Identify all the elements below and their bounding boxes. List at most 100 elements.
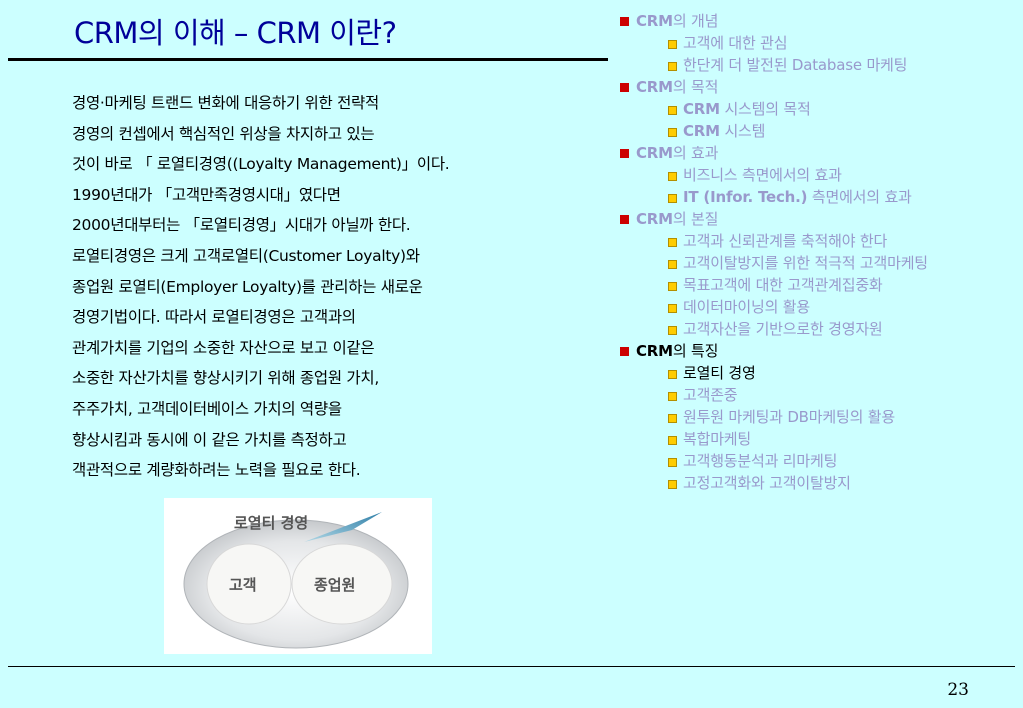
outline-item-label: 고객이탈방지를 위한 적극적 고객마케팅 (683, 254, 928, 272)
square-bullet-yellow-icon (668, 480, 677, 489)
outline-item-prefix: IT (Infor. Tech.) (683, 188, 808, 206)
body-line: 소중한 자산가치를 향상시키기 위해 종업원 가치, (72, 369, 379, 388)
outline-item-label: 원투원 마케팅과 DB마케팅의 활용 (683, 408, 895, 426)
square-bullet-yellow-icon (668, 172, 677, 181)
outline-item-label: 한단계 더 발전된 Database 마케팅 (683, 56, 908, 74)
square-bullet-yellow-icon (668, 370, 677, 379)
body-line: 객관적으로 계량화하려는 노력을 필요로 한다. (72, 461, 361, 480)
outline-item-prefix: CRM (636, 12, 673, 30)
body-line: 2000년대부터는 「로열티경영」시대가 아닐까 한다. (72, 216, 411, 235)
outline-item[interactable]: 복합마케팅 (618, 428, 1018, 450)
square-bullet-yellow-icon (668, 62, 677, 71)
outline-item-label: 비즈니스 측면에서의 효과 (683, 166, 842, 184)
outline-item-prefix: CRM (636, 210, 673, 228)
figure-label-employee: 종업원 (314, 576, 355, 594)
square-bullet-yellow-icon (668, 238, 677, 247)
body-line: 관계가치를 기업의 소중한 자산으로 보고 이같은 (72, 338, 375, 357)
outline-item[interactable]: 고객자산을 기반으로한 경영자원 (618, 318, 1018, 340)
square-bullet-yellow-icon (668, 458, 677, 467)
outline-item-prefix: CRM (636, 342, 673, 360)
square-bullet-red-icon (620, 83, 629, 92)
square-bullet-yellow-icon (668, 40, 677, 49)
outline-item-prefix: CRM (636, 78, 673, 96)
body-line: 종업원 로열티(Employer Loyalty)를 관리하는 새로운 (72, 277, 423, 296)
body-line: 경영의 컨셉에서 핵심적인 위상을 차지하고 있는 (72, 124, 375, 143)
bottom-divider (8, 666, 1015, 667)
outline-item[interactable]: 원투원 마케팅과 DB마케팅의 활용 (618, 406, 1018, 428)
outline-item[interactable]: 로열티 경영 (618, 362, 1018, 384)
outline-item[interactable]: CRM의 효과 (618, 142, 1018, 164)
outline-item[interactable]: 고객이탈방지를 위한 적극적 고객마케팅 (618, 252, 1018, 274)
outline-item-prefix: CRM (636, 144, 673, 162)
outline-item-label: 시스템 (719, 122, 766, 140)
outline-item-label: 데이터마이닝의 활용 (683, 298, 810, 316)
body-line: 경영·마케팅 트랜드 변화에 대응하기 위한 전략적 (72, 94, 379, 112)
square-bullet-red-icon (620, 215, 629, 224)
outline-item[interactable]: CRM의 목적 (618, 76, 1018, 98)
square-bullet-yellow-icon (668, 326, 677, 335)
outline-item-label: 목표고객에 대한 고객관계집중화 (683, 276, 883, 294)
square-bullet-red-icon (620, 17, 629, 26)
square-bullet-yellow-icon (668, 392, 677, 401)
outline-item-label: 의 효과 (672, 144, 719, 162)
body-line: 향상시킴과 동시에 이 같은 가치를 측정하고 (72, 430, 347, 449)
body-line: 주주가치, 고객데이터베이스 가치의 역량을 (72, 399, 342, 418)
outline-item-label: 고정고객화와 고객이탈방지 (683, 474, 851, 492)
employee-circle (291, 543, 393, 625)
square-bullet-yellow-icon (668, 106, 677, 115)
body-line: 1990년대가 「고객만족경영시대」였다면 (72, 185, 341, 204)
outline-item[interactable]: 한단계 더 발전된 Database 마케팅 (618, 54, 1018, 76)
title-divider (8, 58, 608, 61)
outline-item[interactable]: CRM의 특징 (618, 340, 1018, 362)
outline-item-label: 고객행동분석과 리마케팅 (683, 452, 838, 470)
square-bullet-yellow-icon (668, 436, 677, 445)
body-line: 로열티경영은 크게 고객로열티(Customer Loyalty)와 (72, 246, 420, 265)
pointer-arrow-shape (304, 512, 382, 542)
outline-item-label: 고객에 대한 관심 (683, 34, 788, 52)
square-bullet-yellow-icon (668, 304, 677, 313)
square-bullet-yellow-icon (668, 414, 677, 423)
outline-item-label: 측면에서의 효과 (807, 188, 912, 206)
body-line: 경영기법이다. 따라서 로열티경영은 고객과의 (72, 308, 356, 327)
outline-item-label: 로열티 경영 (683, 364, 756, 382)
outline-item[interactable]: CRM 시스템의 목적 (618, 98, 1018, 120)
loyalty-management-figure: 로열티 경영 고객 종업원 (164, 498, 432, 654)
square-bullet-yellow-icon (668, 282, 677, 291)
outline-item[interactable]: IT (Infor. Tech.) 측면에서의 효과 (618, 186, 1018, 208)
outline-item[interactable]: 고객에 대한 관심 (618, 32, 1018, 54)
outline-item-label: 시스템의 목적 (719, 100, 811, 118)
outline-item[interactable]: 고객존중 (618, 384, 1018, 406)
outline-item[interactable]: 데이터마이닝의 활용 (618, 296, 1018, 318)
outline-item-prefix: CRM (683, 100, 720, 118)
customer-circle (206, 543, 292, 625)
outline-item-prefix: CRM (683, 122, 720, 140)
outline-item[interactable]: CRM의 개념 (618, 10, 1018, 32)
square-bullet-red-icon (620, 347, 629, 356)
square-bullet-red-icon (620, 149, 629, 158)
square-bullet-yellow-icon (668, 260, 677, 269)
square-bullet-yellow-icon (668, 128, 677, 137)
outline-item[interactable]: CRM 시스템 (618, 120, 1018, 142)
outline-item-label: 고객과 신뢰관계를 축적해야 한다 (683, 232, 888, 250)
outline-item[interactable]: CRM의 본질 (618, 208, 1018, 230)
outline-item-label: 복합마케팅 (683, 430, 752, 448)
outline-item-label: 의 개념 (672, 12, 719, 30)
outline-item-label: 의 목적 (672, 78, 719, 96)
outline-item[interactable]: 고객과 신뢰관계를 축적해야 한다 (618, 230, 1018, 252)
outline-item-label: 의 특징 (672, 342, 719, 360)
outline-item-label: 고객존중 (683, 386, 738, 404)
page-number: 23 (947, 680, 969, 700)
square-bullet-yellow-icon (668, 194, 677, 203)
slide-title: CRM의 이해 – CRM 이란? (74, 16, 397, 50)
figure-label-customer: 고객 (229, 576, 257, 594)
body-line: 것이 바로 「 로열티경영((Loyalty Management)」이다. (72, 155, 450, 174)
outline-item-label: 고객자산을 기반으로한 경영자원 (683, 320, 883, 338)
outline-item[interactable]: 목표고객에 대한 고객관계집중화 (618, 274, 1018, 296)
outline-item[interactable]: 고객행동분석과 리마케팅 (618, 450, 1018, 472)
outline-item[interactable]: 고정고객화와 고객이탈방지 (618, 472, 1018, 494)
figure-label-top: 로열티 경영 (234, 514, 308, 532)
outline-item-label: 의 본질 (672, 210, 719, 228)
outline-item[interactable]: 비즈니스 측면에서의 효과 (618, 164, 1018, 186)
